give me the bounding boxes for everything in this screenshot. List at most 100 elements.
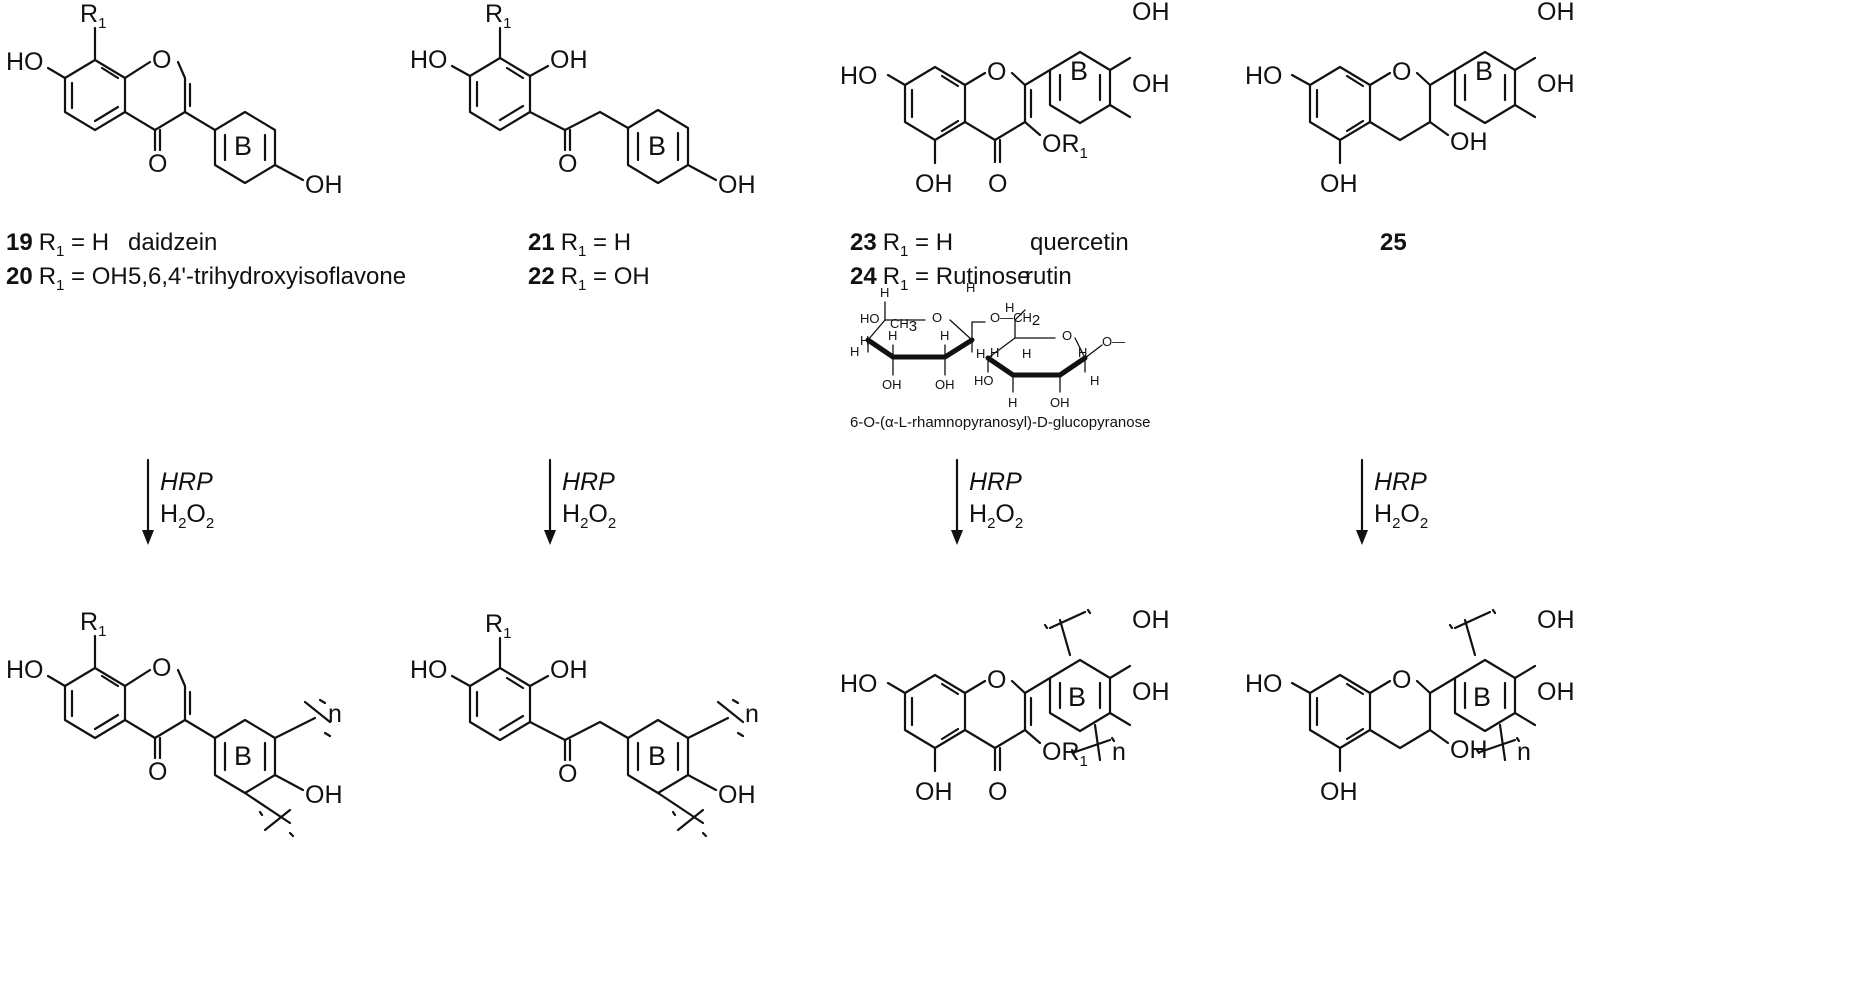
oh-label-5: OH xyxy=(915,778,953,806)
carbonyl-oxygen-label: O xyxy=(148,150,167,178)
ring-b-label: B xyxy=(1070,56,1088,86)
h-label: H xyxy=(1008,395,1017,410)
oh-label-4p: OH xyxy=(1132,678,1170,706)
ring-oxygen-label: O xyxy=(987,58,1006,86)
compound-20-name: 5,6,4'-trihydroxyisoflavone xyxy=(128,263,406,290)
repeat-n-label: n xyxy=(1112,738,1126,766)
oxidant-label: H2O2 xyxy=(160,500,214,532)
catalyst-label: HRP xyxy=(969,468,1022,496)
h-label: H xyxy=(880,285,889,300)
oh-label: OH xyxy=(550,656,588,684)
reaction-arrow-4: HRP H2O2 xyxy=(1356,458,1428,545)
ho-label: HO xyxy=(840,670,878,698)
oh-label: OH xyxy=(305,171,343,199)
h-label: H xyxy=(940,328,949,343)
r1-label: R1 xyxy=(80,0,106,32)
oh-label: OH xyxy=(882,377,902,392)
oh-label-5: OH xyxy=(1320,170,1358,198)
oh-label-3: OH xyxy=(1450,128,1488,156)
ring-oxygen-label: O xyxy=(1392,58,1411,86)
or1-label: OR1 xyxy=(1042,738,1088,770)
ho-label: HO xyxy=(1245,670,1283,698)
ring-b-label: B xyxy=(648,741,666,771)
h-label: H xyxy=(990,345,999,360)
reaction-arrow-2: HRP H2O2 xyxy=(544,458,616,545)
ring-b-label: B xyxy=(648,131,666,161)
oh-label-4p: OH xyxy=(1537,678,1575,706)
h-label: H xyxy=(888,328,897,343)
h-label: H xyxy=(1090,373,1099,388)
polymer-catechin: HO O OH OH B OH OH n xyxy=(1245,606,1575,806)
polymer-deoxybenzoin: R1 HO OH O B OH n xyxy=(410,610,759,838)
structure-isoflavone-top: R1 HO O O B OH xyxy=(6,0,343,199)
oh-label: OH xyxy=(550,46,588,74)
ho-label: HO xyxy=(860,311,880,326)
ho-label: HO xyxy=(1245,62,1283,90)
carbonyl-oxygen-label: O xyxy=(558,760,577,788)
ring-oxygen-label: O xyxy=(987,666,1006,694)
carbonyl-oxygen-label: O xyxy=(988,778,1007,806)
polymer-isoflavone: R1 HO O O B OH n xyxy=(6,608,343,838)
ring-b-label: B xyxy=(1068,682,1086,712)
oxidant-label: H2O2 xyxy=(969,500,1023,532)
h-label: H xyxy=(976,346,985,361)
oh-label: OH xyxy=(935,377,955,392)
carbonyl-oxygen-label: O xyxy=(988,170,1007,198)
oh-label-4p: OH xyxy=(1537,70,1575,98)
ring-b-label: B xyxy=(234,131,252,161)
ring-oxygen-label: O xyxy=(152,654,171,682)
catalyst-label: HRP xyxy=(160,468,213,496)
rutinose-caption: 6-O-(α-L-rhamnopyranosyl)-D-glucopyranos… xyxy=(850,414,1150,431)
repeat-n-label: n xyxy=(745,700,759,728)
oxidant-label: H2O2 xyxy=(562,500,616,532)
structure-deoxybenzoin-top: R1 HO OH O B OH xyxy=(410,0,756,199)
oh-label-b: OH xyxy=(718,171,756,199)
ch3-label: CH3 xyxy=(890,316,917,335)
r1-label: R1 xyxy=(80,608,106,640)
polymer-flavonol: HO O OH O OR1 B OH OH n xyxy=(840,606,1170,806)
oh-label-3: OH xyxy=(1450,736,1488,764)
repeat-n-label: n xyxy=(1517,738,1531,766)
ring-oxygen-label: O xyxy=(152,46,171,74)
h-label: H xyxy=(966,280,975,295)
compound-25-label: 25 xyxy=(1380,229,1407,256)
oh-label-3p: OH xyxy=(1537,606,1575,634)
ring-b-label: B xyxy=(1473,682,1491,712)
oh-label-b: OH xyxy=(718,781,756,809)
compound-23-name: quercetin xyxy=(1030,229,1129,256)
oh-label-3p: OH xyxy=(1132,606,1170,634)
repeat-n-label: n xyxy=(328,700,342,728)
compound-19-name: daidzein xyxy=(128,229,217,256)
ho-label: HO xyxy=(410,46,448,74)
ring-oxygen-label: O xyxy=(932,310,942,325)
reaction-arrow-1: HRP H2O2 xyxy=(142,458,214,545)
ring-oxygen-label: O xyxy=(1392,666,1411,694)
structure-catechin-top: HO O OH OH B OH OH xyxy=(1245,0,1575,198)
compound-24-name: rutin xyxy=(1025,263,1072,290)
h-label: H xyxy=(1078,345,1087,360)
ring-oxygen-label: O xyxy=(1062,328,1072,343)
h-label: H xyxy=(850,344,859,359)
structure-flavonol-top: HO O OH O OR1 B OH OH xyxy=(840,0,1170,198)
h-label: H xyxy=(1022,346,1031,361)
or1-label: OR1 xyxy=(1042,130,1088,162)
catalyst-label: HRP xyxy=(562,468,615,496)
oh-label: OH xyxy=(1050,395,1070,410)
r1-label: R1 xyxy=(485,0,511,32)
ring-b-label: B xyxy=(1475,56,1493,86)
ho-label: HO xyxy=(974,373,994,388)
oh-label-3p: OH xyxy=(1537,0,1575,26)
ho-label: HO xyxy=(840,62,878,90)
carbonyl-oxygen-label: O xyxy=(558,150,577,178)
carbonyl-oxygen-label: O xyxy=(148,758,167,786)
ho-label: HO xyxy=(410,656,448,684)
oh-label-3p: OH xyxy=(1132,0,1170,26)
